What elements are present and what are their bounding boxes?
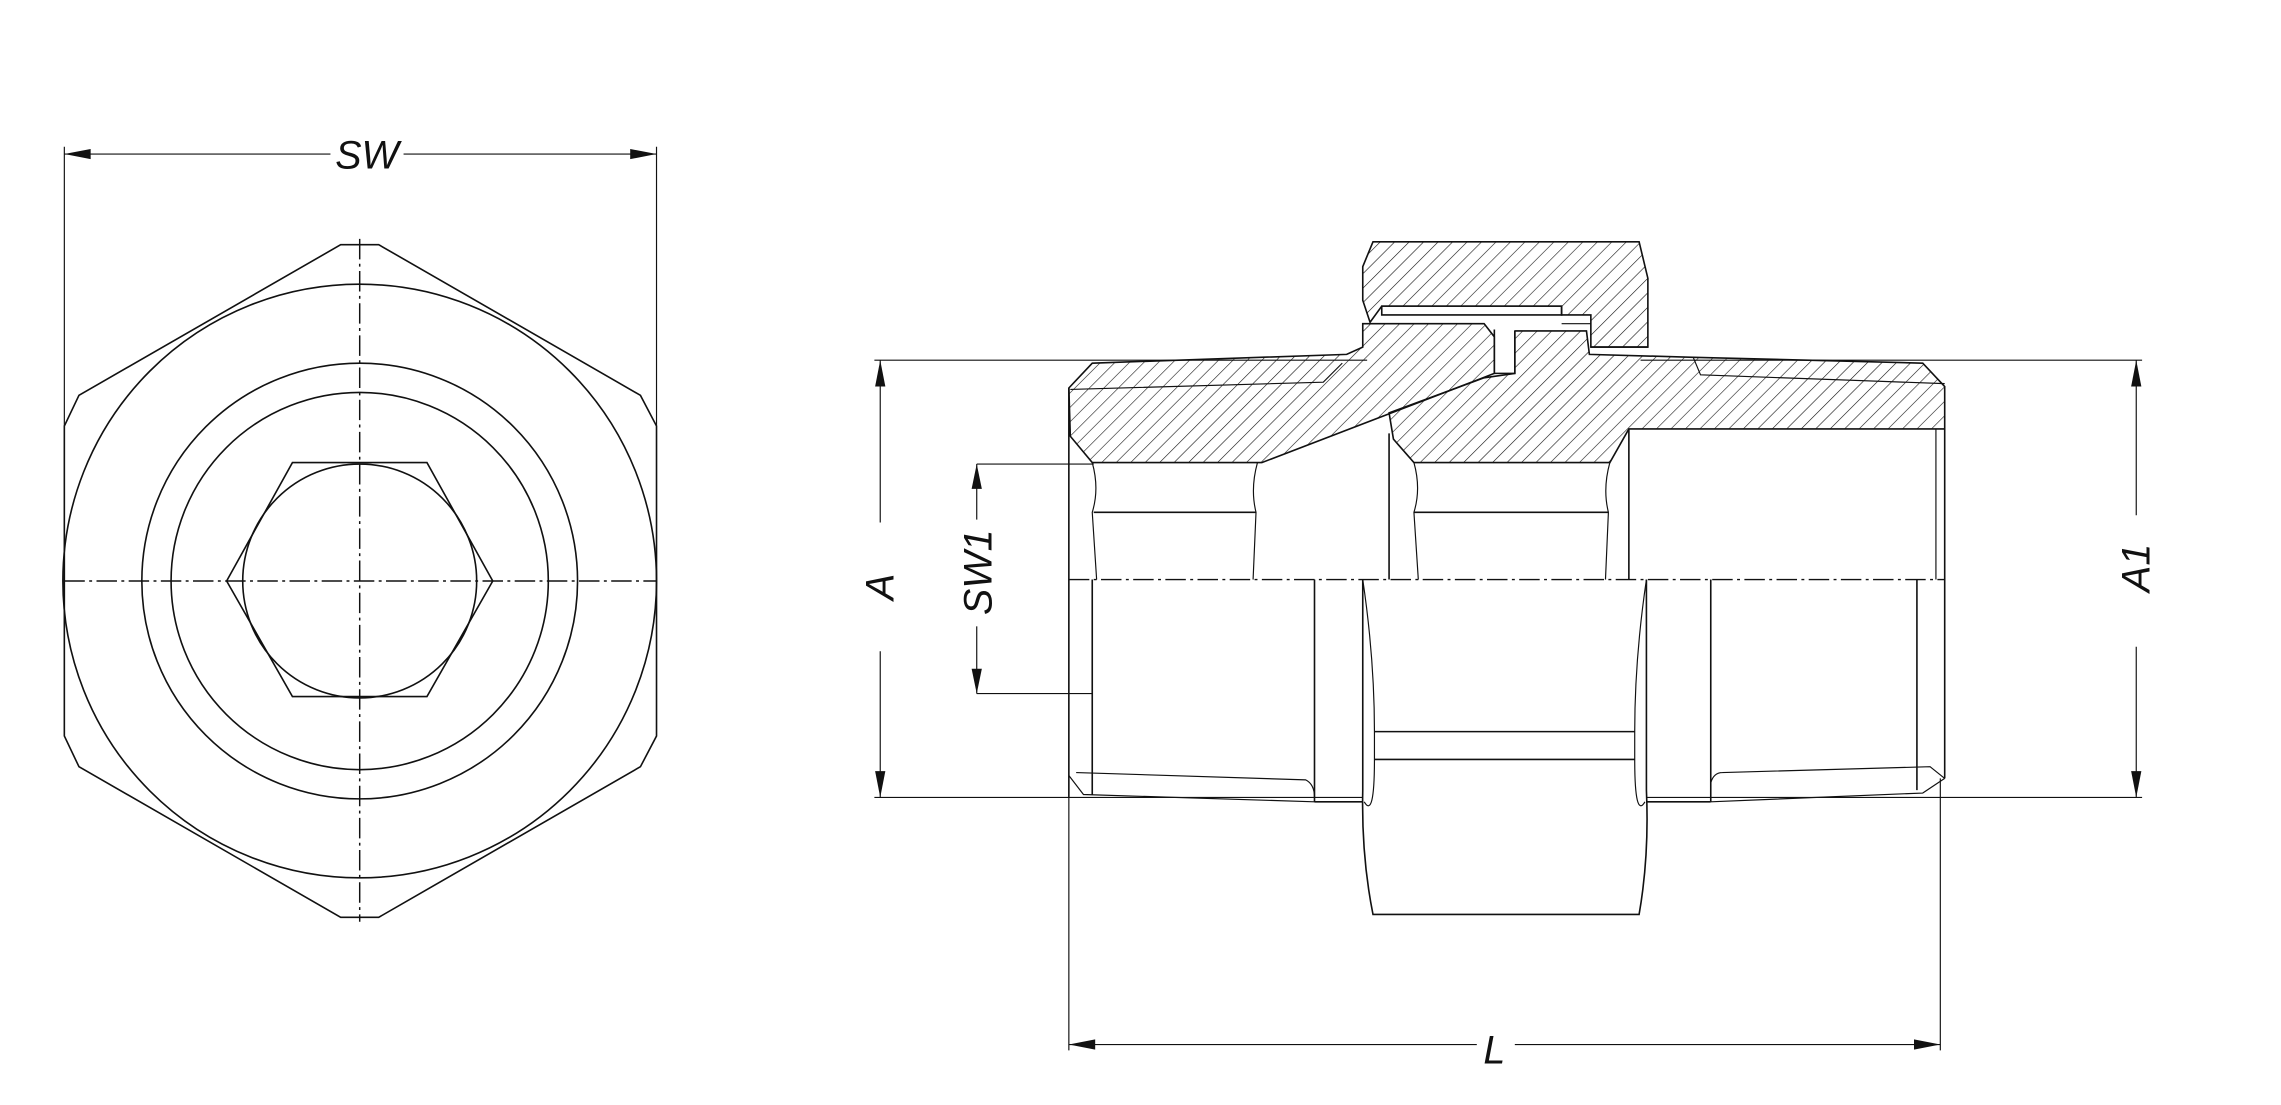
sw-label: SW (335, 134, 402, 178)
a1-label: A1 (2114, 544, 2158, 594)
arrow-right-icon (630, 148, 657, 160)
arrow-down-icon (2131, 771, 2142, 798)
union-nut-flats (1361, 579, 1648, 916)
sw1-dimension: SW1 (956, 463, 1094, 695)
arrow-up-icon (971, 464, 982, 489)
sw-dimension: SW (63, 134, 658, 427)
arrow-left-icon (1068, 1039, 1096, 1050)
a-dimension: A (858, 359, 1368, 798)
arrow-left-icon (64, 148, 91, 160)
a-label: A (858, 574, 902, 602)
a1-dimension: A1 (1640, 359, 2158, 798)
arrow-right-icon (1913, 1039, 1941, 1050)
front-view: SW (62, 134, 658, 922)
thread-band (1380, 305, 1563, 316)
sw1-label: SW1 (956, 529, 1000, 615)
l-label: L (1483, 1029, 1505, 1073)
arrow-up-icon (2131, 360, 2142, 387)
seal-slot (1495, 326, 1515, 373)
arrow-down-icon (875, 771, 886, 798)
l-dimension: L (1068, 778, 1941, 1073)
arrow-down-icon (971, 668, 982, 694)
section-view: A SW1 A1 (858, 240, 2158, 1073)
arrow-up-icon (875, 360, 886, 387)
